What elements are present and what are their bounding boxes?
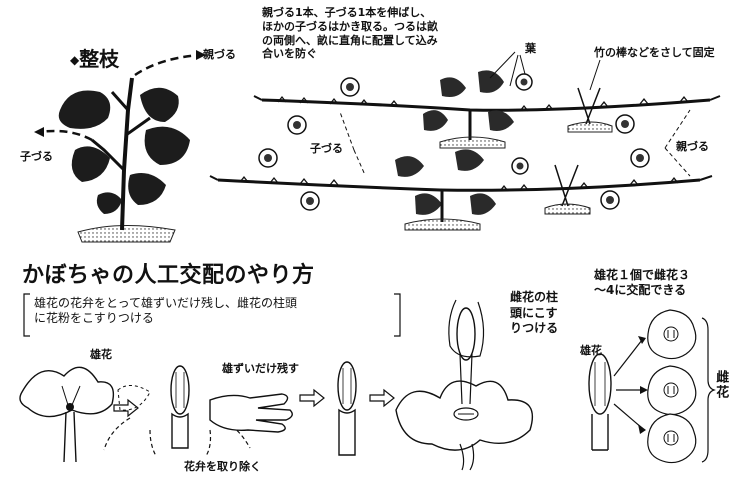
label-leaf: 葉: [525, 42, 536, 55]
pollination-steps-drawing: [19, 299, 716, 471]
pruning-note: 親づる1本、子づる1本を伸ばし、 ほかの子づるはかき取る。つるは畝 の両側へ、畝…: [262, 6, 438, 61]
female-flower-icon-1: [647, 309, 697, 360]
label-female-flower-vertical: 雌花: [713, 370, 729, 400]
label-kozuru-left: 子づる: [20, 150, 53, 163]
label-oyazuru-right: 親づる: [676, 140, 709, 153]
pumpkin-plant-drawing: [34, 50, 206, 243]
female-flower-icon-2: [647, 365, 697, 416]
label-rub-stigma: 雌花の柱 頭にこす りつける: [510, 290, 559, 336]
label-remove-petals: 花弁を取り除く: [184, 460, 261, 473]
pollination-title: かぼちゃの人工交配のやり方: [22, 263, 315, 288]
label-keep-stamen: 雄ずいだけ残す: [222, 362, 299, 375]
female-flower-icon-3: [647, 413, 697, 464]
diamond-bullet-icon: ◆: [69, 53, 80, 67]
vine-row-bottom: [209, 109, 713, 231]
pollination-instruction: 雄花の花弁をとって雄ずいだけ残し、雌花の柱頭 に花粉をこすりつける: [34, 296, 298, 325]
label-oyazuru-left: 親づる: [203, 48, 236, 61]
label-ratio: 雄花１個で雌花３ ～4に交配できる: [594, 268, 691, 297]
vine-row-top: [253, 51, 721, 149]
label-kozuru-mid: 子づる: [310, 142, 343, 155]
pruning-title-text: 整枝: [79, 47, 120, 71]
instruction-bracket: [23, 293, 401, 337]
label-bamboo: 竹の棒などをさして固定: [594, 46, 715, 59]
label-male-flower-2: 雄花: [580, 344, 602, 357]
label-male-flower: 雄花: [90, 348, 112, 361]
pruning-title: ◆整枝: [56, 22, 119, 72]
